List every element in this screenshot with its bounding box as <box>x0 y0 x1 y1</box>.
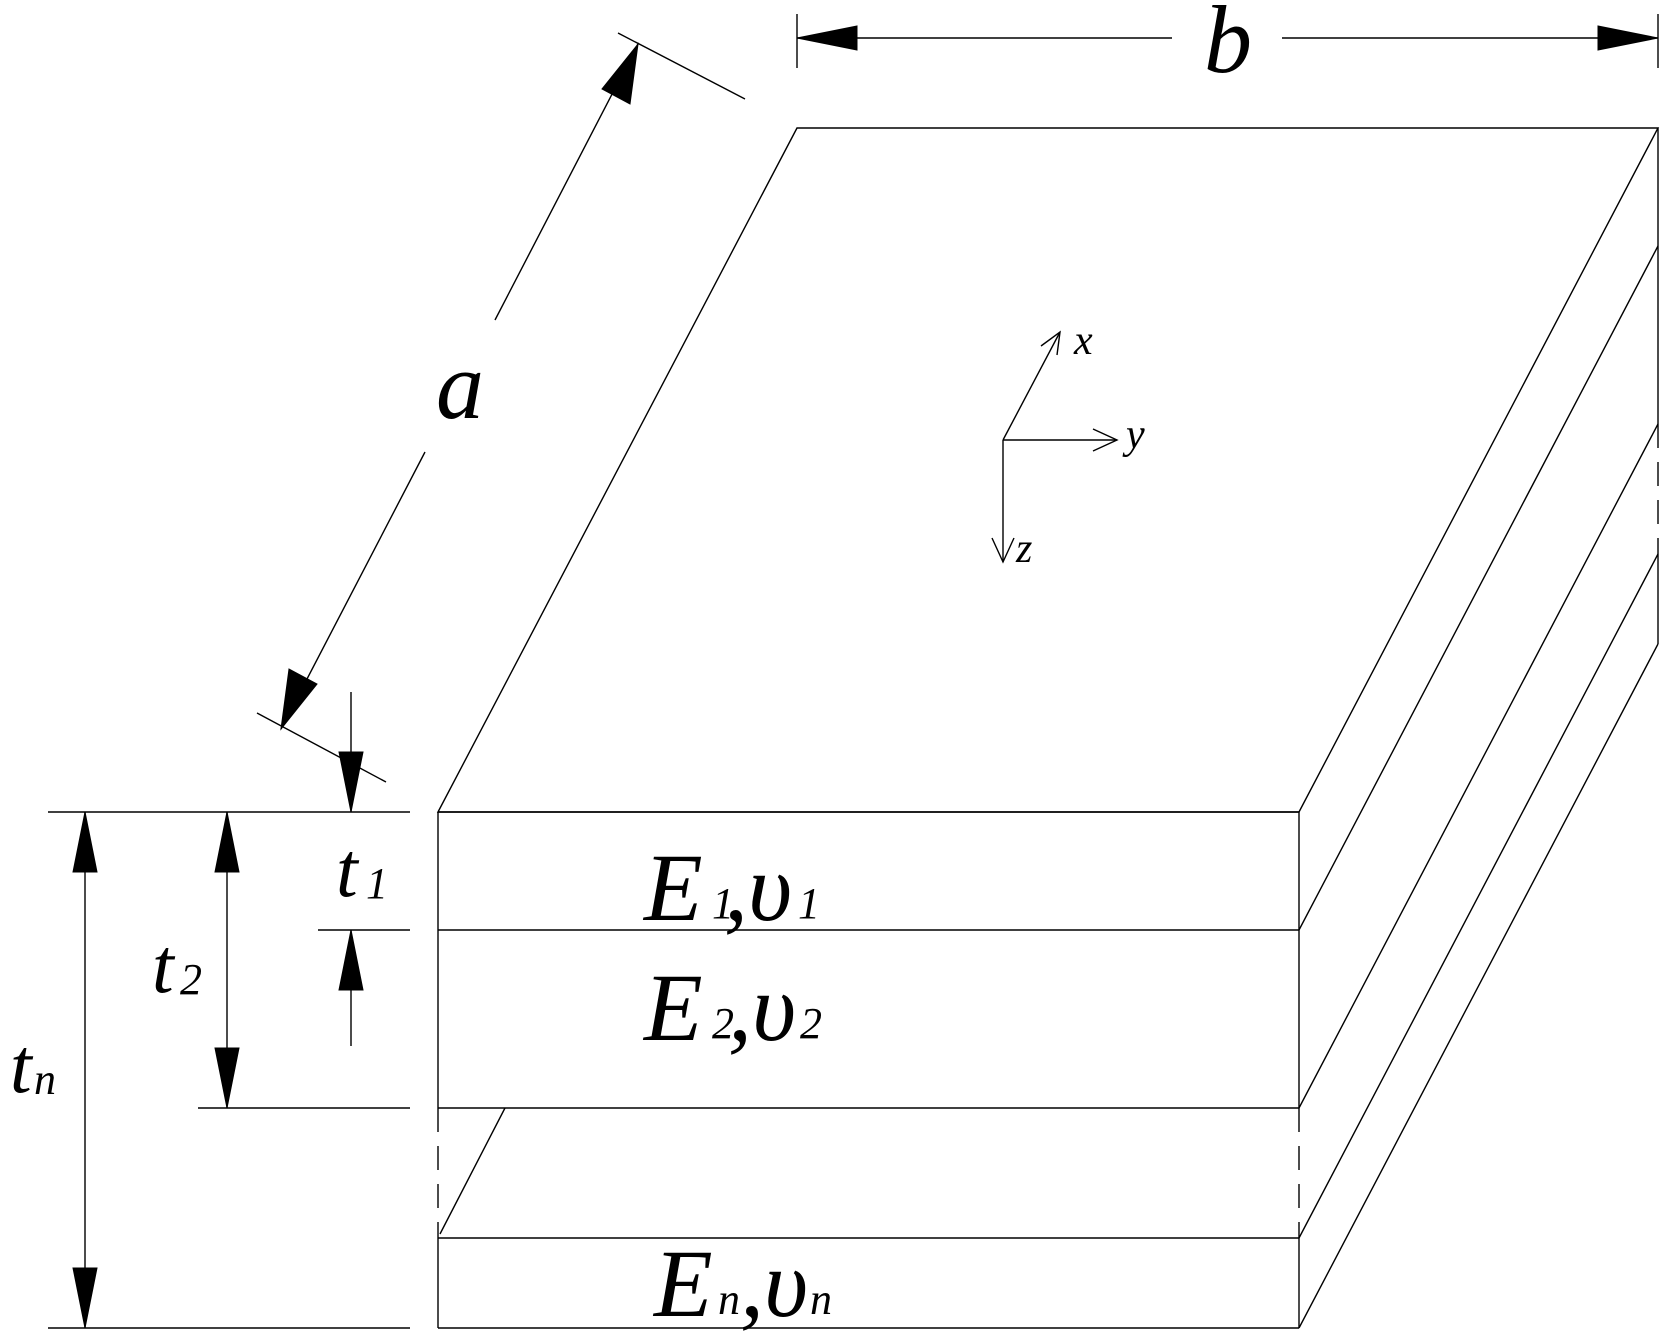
a-label: a <box>436 332 484 439</box>
plate-top-face <box>436 127 1660 813</box>
t1-arrow-down <box>338 751 364 813</box>
layer-n-nu: υ <box>764 1230 808 1337</box>
y-axis-arrowhead <box>1092 428 1119 452</box>
coordinate-axes: x y z <box>991 318 1145 572</box>
t2-arrow-bottom <box>214 1047 240 1109</box>
side-diagonal-interface-1 <box>1298 245 1659 931</box>
t2-label: t <box>152 922 176 1009</box>
dimension-t1: t 1 <box>336 692 388 1046</box>
x-axis <box>1002 331 1061 441</box>
layer-1-label: E 1 , υ 1 <box>642 834 820 941</box>
layer-n-nu-subscript: n <box>810 1275 832 1324</box>
t1-label: t <box>336 826 360 913</box>
layer-1-E-subscript: 1 <box>712 879 734 928</box>
layer-2-nu-subscript: 2 <box>800 999 822 1048</box>
layer-n-E-subscript: n <box>718 1275 740 1324</box>
thickness-extension-lines <box>48 811 410 1329</box>
tn-subscript: n <box>34 1055 56 1104</box>
a-extension-bottom <box>256 712 387 783</box>
side-diagonal-bottom <box>1298 643 1659 1329</box>
x-axis-arrowhead <box>1040 330 1061 356</box>
a-arrow-bottom <box>280 668 318 731</box>
side-diagonal-interface-n <box>1298 553 1659 1239</box>
t2-subscript: 2 <box>180 955 202 1004</box>
layer-1-E: E <box>642 834 703 941</box>
t1-subscript: 1 <box>366 859 388 908</box>
dimension-a: a <box>256 32 746 783</box>
dimension-tn: t n <box>10 811 98 1329</box>
plate-body <box>436 127 1660 1329</box>
t1-arrow-up <box>338 929 364 991</box>
z-axis-arrowhead <box>991 537 1015 564</box>
tn-label: t <box>10 1022 34 1109</box>
layer-n-comma: , <box>740 1230 764 1337</box>
layer-1-nu: υ <box>748 834 792 941</box>
layer-1-nu-subscript: 1 <box>798 879 820 928</box>
t2-arrow-top <box>214 811 240 873</box>
b-arrow-left <box>796 25 858 51</box>
tn-arrow-bottom <box>72 1267 98 1329</box>
b-label: b <box>1204 0 1252 93</box>
z-axis-label: z <box>1015 526 1032 572</box>
layer-n-label: E n , υ n <box>652 1230 832 1337</box>
b-arrow-right <box>1597 25 1659 51</box>
dimension-b: b <box>796 0 1659 93</box>
layer-2-E-subscript: 2 <box>712 999 734 1048</box>
tn-arrow-top <box>72 811 98 873</box>
layer-2-E: E <box>642 954 703 1061</box>
layer-2-comma: , <box>728 954 752 1061</box>
layer-1-comma: , <box>724 834 748 941</box>
x-axis-label: x <box>1073 318 1093 364</box>
side-diagonal-interface-2 <box>1298 423 1659 1109</box>
a-extension-top <box>617 32 746 100</box>
y-axis-label: y <box>1122 412 1145 458</box>
layer-2-nu: υ <box>752 954 796 1061</box>
a-arrow-top <box>601 42 639 105</box>
layer-2-label: E 2 , υ 2 <box>642 954 822 1061</box>
interior-interface-edge <box>439 1107 506 1235</box>
dimension-t2: t 2 <box>152 811 240 1109</box>
layer-n-E: E <box>652 1230 713 1337</box>
